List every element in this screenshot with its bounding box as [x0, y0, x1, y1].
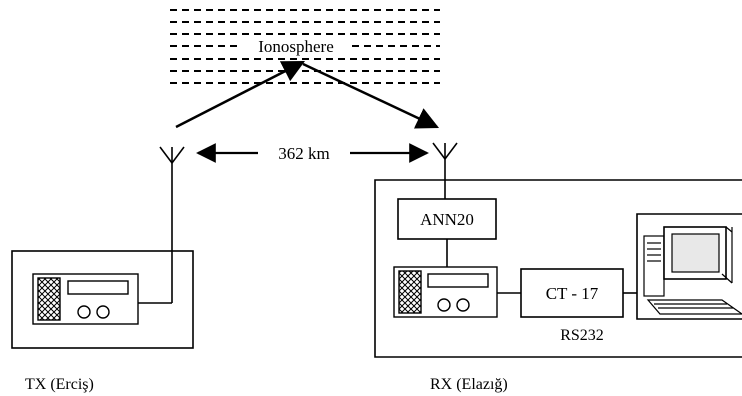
ionosphere-label: Ionosphere — [258, 37, 334, 56]
distance-label: 362 km — [278, 144, 329, 163]
tx-antenna-icon — [138, 146, 185, 304]
computer-icon — [643, 226, 742, 315]
rx-antenna-icon — [432, 142, 458, 199]
tx-station-label: TX (Erciş) — [25, 376, 94, 393]
rs232-label: RS232 — [560, 327, 604, 344]
computer-box — [636, 213, 742, 320]
tx-radio-icon — [32, 273, 139, 325]
ct17-label: CT - 17 — [546, 284, 599, 303]
ann20-box — [397, 198, 497, 240]
rx-station-label: RX (Elazığ) — [430, 376, 508, 393]
ann20-label: ANN20 — [420, 210, 474, 229]
rx-radio-icon — [393, 266, 498, 318]
rx-station-box — [374, 179, 742, 358]
tx-station-box — [11, 250, 194, 349]
skywave-path — [175, 60, 440, 129]
